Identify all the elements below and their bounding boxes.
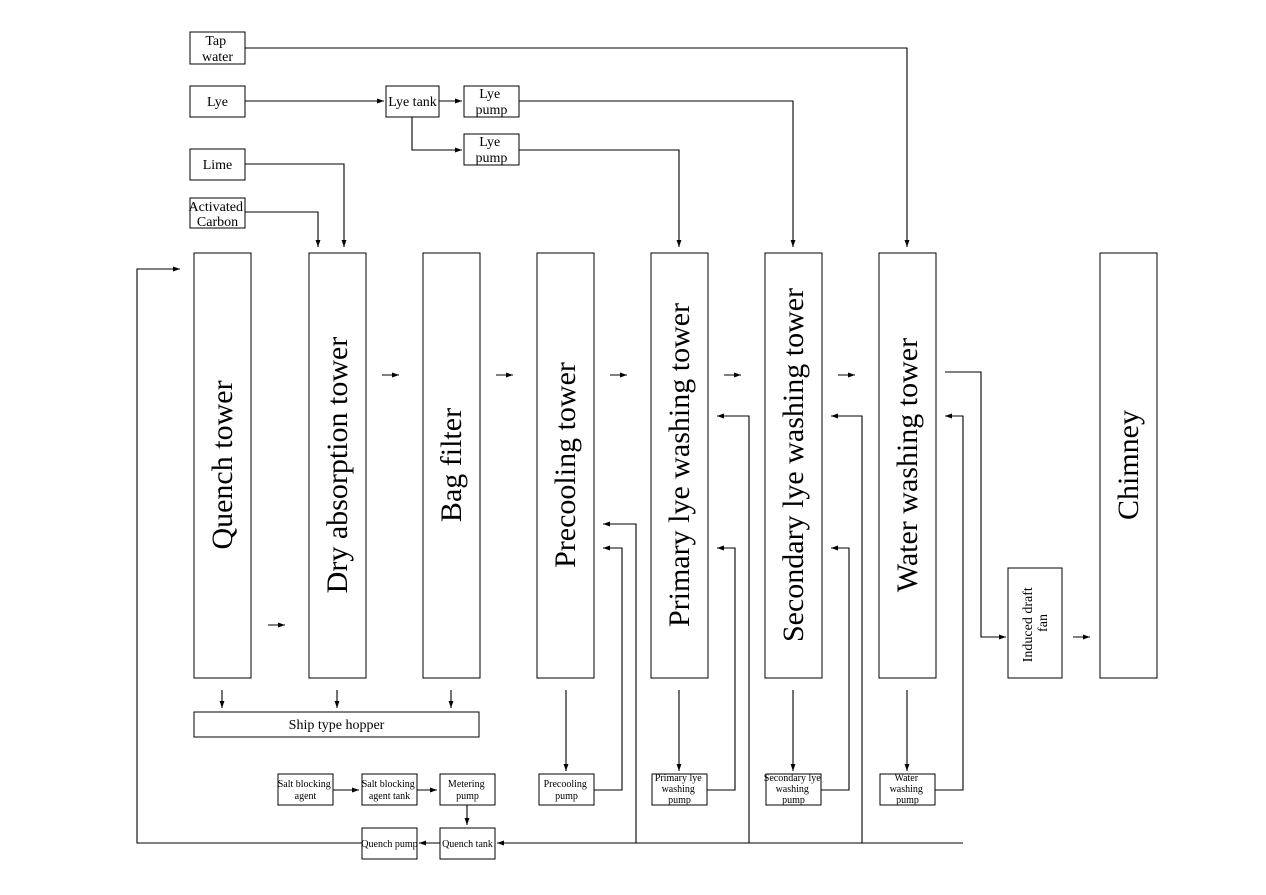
chimney-label: Chimney — [1112, 410, 1145, 520]
lye-pump-1-box: Lye pump — [463, 85, 520, 118]
quench-pump-label: Quench pump — [361, 839, 417, 850]
water-overflow-to-secondary — [831, 413, 963, 844]
lime-label: Lime — [203, 158, 233, 173]
lye-pump-1-label: Lye pump — [476, 87, 508, 118]
primary-pump-loop — [707, 545, 736, 791]
precooling-pump-label: Precooling pump — [544, 779, 590, 802]
salt-blocking-agent-tank-label: Salt blocking agent tank — [362, 779, 418, 802]
water-washing-tower: Water washing tower — [878, 252, 937, 679]
gas-water-to-fan — [945, 371, 1006, 640]
activated-carbon-box: Activated Carbon — [189, 197, 247, 230]
ship-type-hopper-label: Ship type hopper — [289, 718, 385, 733]
lye-box: Lye — [189, 85, 246, 118]
primary-overflow-to-precool — [603, 521, 749, 844]
tap-water-flow — [245, 47, 910, 247]
precooling-tower-label: Precooling tower — [549, 362, 582, 568]
primary-lye-washing-pump-label: Primary lye washing pump — [655, 773, 704, 806]
salt-blocking-agent: Salt blocking agent — [277, 773, 334, 806]
chimney: Chimney — [1099, 252, 1158, 679]
primary-lye-washing-tower: Primary lye washing tower — [650, 252, 709, 679]
activated-carbon-label: Activated Carbon — [189, 200, 247, 230]
lye-tank-label: Lye tank — [388, 95, 437, 110]
dry-absorption-tower-label: Dry absorption tower — [321, 337, 354, 594]
quench-tank: Quench tank — [439, 827, 496, 860]
flow-lines — [136, 47, 1090, 846]
water-washing-pump: Water washing pump — [879, 773, 936, 806]
secondary-lye-washing-pump-label: Secondary lye washing pump — [764, 773, 823, 806]
secondary-pump-loop — [821, 545, 850, 791]
lime-box: Lime — [189, 148, 246, 181]
secondary-lye-washing-tower-label: Secondary lye washing tower — [777, 288, 810, 642]
lye-pump-2-label: Lye pump — [476, 135, 508, 166]
ship-type-hopper: Ship type hopper — [193, 711, 480, 738]
bag-filter: Bag filter — [422, 252, 481, 679]
quench-tower: Quench tower — [193, 252, 252, 679]
lye-pump-2-box: Lye pump — [463, 133, 520, 166]
precool-pump-loop — [594, 545, 623, 791]
water-washing-pump-label: Water washing pump — [890, 773, 926, 806]
salt-blocking-agent-label: Salt blocking agent — [278, 779, 334, 802]
secondary-overflow-to-primary — [717, 413, 862, 844]
dry-absorption-tower: Dry absorption tower — [308, 252, 367, 679]
induced-draft-fan: Induced draft fan — [1007, 567, 1063, 679]
pump1-to-secondary-flow — [519, 100, 796, 247]
tank-to-pump2-flow — [411, 117, 462, 153]
salt-blocking-agent-tank: Salt blocking agent tank — [361, 773, 418, 806]
precooling-tower: Precooling tower — [536, 252, 595, 679]
precooling-pump: Precooling pump — [538, 773, 595, 806]
quench-tank-label: Quench tank — [442, 839, 493, 850]
quench-tower-label: Quench tower — [206, 380, 239, 549]
primary-lye-washing-tower-label: Primary lye washing tower — [663, 303, 696, 627]
pump2-to-primary-flow — [519, 149, 682, 247]
metering-pump-label: Metering pump — [448, 779, 487, 802]
metering-pump: Metering pump — [439, 773, 496, 806]
lye-label: Lye — [207, 95, 228, 110]
water-washing-tower-label: Water washing tower — [891, 338, 924, 592]
secondary-lye-washing-pump: Secondary lye washing pump — [764, 773, 823, 806]
lye-tank-box: Lye tank — [385, 85, 440, 118]
bag-filter-label: Bag filter — [435, 408, 468, 522]
secondary-lye-washing-tower: Secondary lye washing tower — [764, 252, 823, 679]
induced-draft-fan-label: Induced draft fan — [1021, 584, 1051, 663]
tap-water-box: Tap water — [189, 31, 246, 65]
carbon-flow — [245, 211, 321, 247]
quench-pump-to-tower — [136, 266, 362, 844]
quench-pump: Quench pump — [361, 827, 418, 860]
water-pump-loop — [935, 413, 964, 791]
lime-flow — [245, 163, 347, 247]
primary-lye-washing-pump: Primary lye washing pump — [651, 773, 708, 806]
tap-water-label: Tap water — [202, 34, 233, 65]
